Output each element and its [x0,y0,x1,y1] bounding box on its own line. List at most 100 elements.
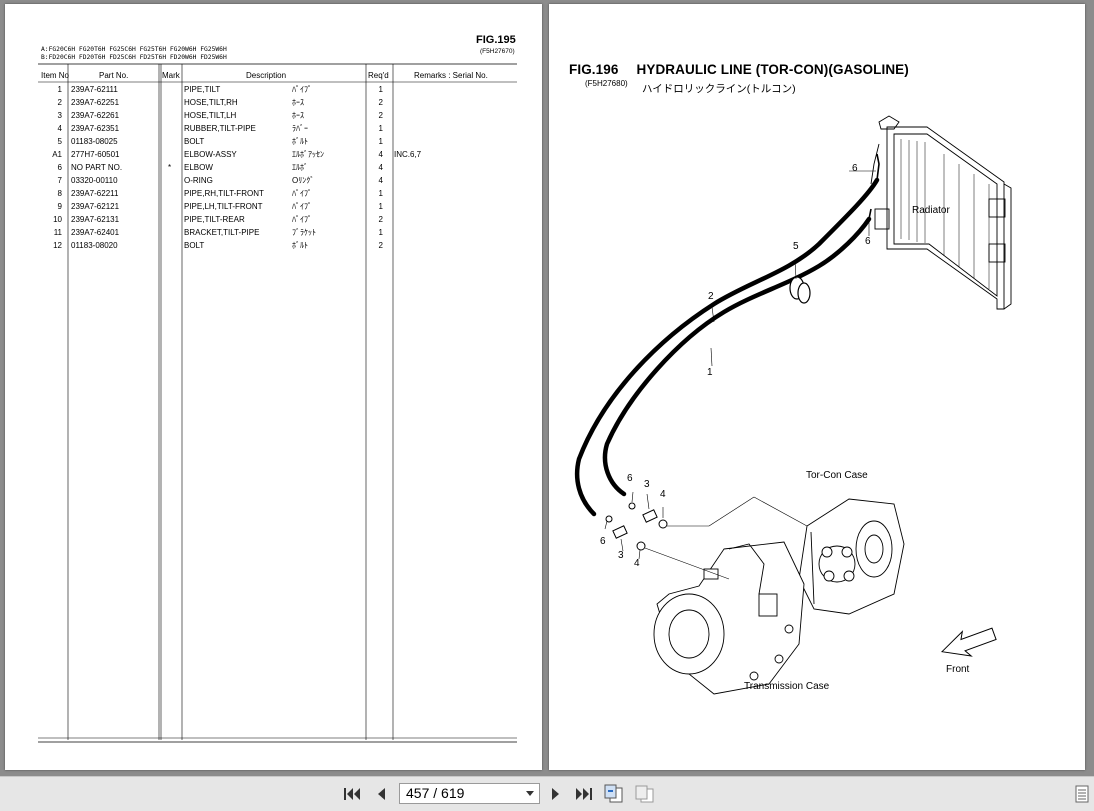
cell-item-no: 10 [53,215,62,224]
first-page-icon [344,788,360,800]
fit-width-icon [635,785,654,803]
label-torcon-case: Tor-Con Case [806,470,868,481]
header-remarks: Remarks : Serial No. [414,71,488,80]
cell-item-no: 6 [57,163,62,172]
cell-description: BOLT [184,241,205,250]
cell-description: ELBOW-ASSY [184,150,237,159]
cell-description-jp: Oﾘﾝｸﾞ [292,176,315,185]
cell-qty: 4 [378,150,383,159]
cell-qty: 2 [378,215,383,224]
callout-2: 2 [708,291,714,302]
cell-part-no: 239A7-62401 [71,228,120,237]
callout-5: 5 [793,241,799,252]
callout-4: 4 [634,558,640,569]
label-front: Front [946,664,970,675]
callout-6: 6 [865,236,871,247]
cell-qty: 1 [378,124,383,133]
label-radiator: Radiator [912,205,950,216]
cell-item-no: 4 [57,124,62,133]
cell-description-jp: ﾎｰｽ [292,111,304,120]
cell-description: PIPE,LH,TILT-FRONT [184,202,263,211]
prev-page-icon [378,788,385,800]
cell-description: HOSE,TILT,RH [184,98,238,107]
label-transmission-case: Transmission Case [744,681,830,692]
cell-part-no: 239A7-62251 [71,98,120,107]
last-page-icon [576,788,592,800]
fig-sub-code: (F5H27670) [480,48,515,55]
cell-remarks: INC.6,7 [394,150,422,159]
cell-qty: 2 [378,98,383,107]
cell-item-no: 8 [57,189,62,198]
front-arrow [940,627,997,657]
cell-description-jp: ｴﾙﾎﾞｱｯｾﾝ [292,150,324,159]
fig-title: HYDRAULIC LINE (TOR-CON)(GASOLINE) [636,62,909,77]
thumbnails-button[interactable] [1071,784,1093,804]
cell-description: PIPE,TILT-REAR [184,215,245,224]
fig-sub-code: (F5H27680) [585,79,628,88]
cell-part-no: 239A7-62261 [71,111,120,120]
cell-item-no: 2 [57,98,62,107]
cell-item-no: 5 [57,137,62,146]
cell-qty: 1 [378,137,383,146]
cell-description: O-RING [184,176,213,185]
cell-part-no: 239A7-62351 [71,124,120,133]
viewer-toolbar: 457 / 619 [0,776,1094,811]
header-part-no: Part No. [99,71,129,80]
next-page-button[interactable] [545,784,567,804]
callout-4: 4 [660,489,666,500]
thumbnails-icon [1075,785,1089,803]
cell-part-no: 01183-08025 [71,137,118,146]
cell-description-jp: ﾊﾟｲﾌﾟ [292,202,312,211]
cell-description-jp: ﾊﾟｲﾌﾟ [292,215,312,224]
cell-qty: 2 [378,111,383,120]
cell-part-no: 03320-00110 [71,176,118,185]
cell-part-no: NO PART NO. [71,163,123,172]
cell-description: PIPE,TILT [184,85,221,94]
models-line-b: B:FD20C6H FD20T6H FD25C6H FD25T6H FD20W6… [41,54,227,61]
cell-description: BRACKET,TILT-PIPE [184,228,260,237]
cell-part-no: 239A7-62121 [71,202,120,211]
cell-qty: 1 [378,202,383,211]
radiator-drawing [870,115,1012,310]
callout-1: 1 [707,367,713,378]
prev-page-button[interactable] [370,784,392,804]
cell-part-no: 277H7-60501 [71,150,120,159]
cell-item-no: 12 [53,241,62,250]
hydraulic-line-diagram [574,115,1012,695]
last-page-button[interactable] [573,784,595,804]
cell-description-jp: ｴﾙﾎﾞ [292,163,308,172]
cell-item-no: 1 [57,85,62,94]
cell-qty: 1 [378,189,383,198]
cell-item-no: 7 [57,176,62,185]
models-line-a: A:FG20C6H FG20T6H FG25C6H FG25T6H FG20W6… [41,46,227,53]
fit-width-button[interactable] [633,784,655,804]
first-page-button[interactable] [341,784,363,804]
callout-6: 6 [852,163,858,174]
cell-item-no: 11 [53,228,62,237]
cell-part-no: 239A7-62131 [71,215,120,224]
torcon-case-drawing [798,498,905,615]
cell-description-jp: ﾊﾟｲﾌﾟ [292,189,312,198]
chevron-down-icon [526,791,534,796]
left-page: FIG.195 (F5H27670) A:FG20C6H FG20T6H FG2… [5,4,542,770]
callout-6: 6 [600,536,606,547]
cell-description: RUBBER,TILT-PIPE [184,124,256,133]
fig-code: FIG.196 [569,62,619,77]
fig-title-jp: ハイドロリックライン(トルコン) [642,83,796,95]
cell-description-jp: ﾎﾞﾙﾄ [292,137,308,146]
right-page: FIG.196 HYDRAULIC LINE (TOR-CON)(GASOLINE… [549,4,1085,770]
header-mark: Mark [162,71,180,80]
header-description: Description [246,71,287,80]
figure-title: FIG.196 HYDRAULIC LINE (TOR-CON)(GASOLINE… [569,62,909,77]
parts-table-grid [38,63,517,743]
callout-3: 3 [618,550,624,561]
tilt-hoses [574,177,880,517]
header-item-no: Item No [41,71,70,80]
fit-page-button[interactable] [603,784,625,804]
fig-code: FIG.195 [476,34,516,46]
cell-description-jp: ﾎｰｽ [292,98,304,107]
cell-qty: 1 [378,85,383,94]
page-number-selector[interactable]: 457 / 619 [399,783,540,804]
cell-description-jp: ﾌﾞﾗｹｯﾄ [292,228,316,237]
cell-part-no: 239A7-62211 [71,189,119,198]
